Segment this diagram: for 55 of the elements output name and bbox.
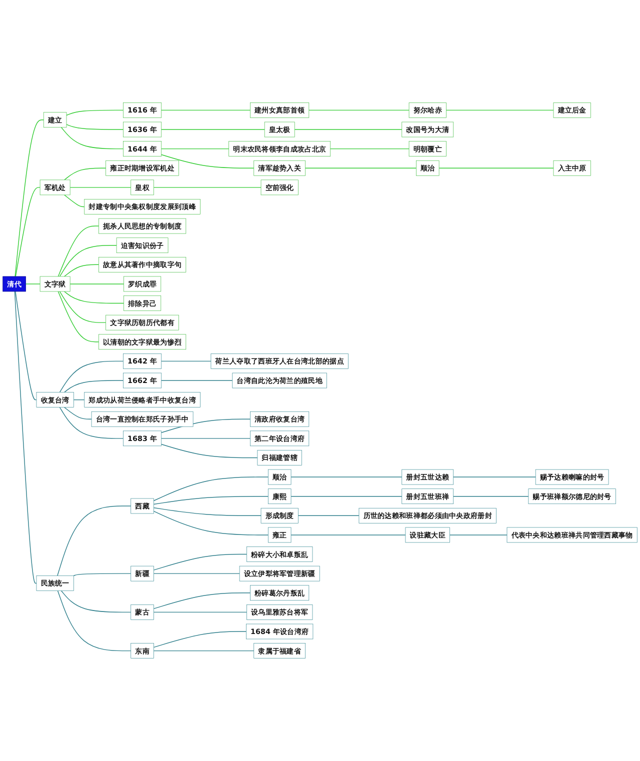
connector	[290, 496, 402, 497]
connector	[153, 592, 251, 610]
connector	[60, 590, 132, 613]
connector	[330, 148, 410, 150]
connector	[153, 476, 269, 502]
connector	[153, 554, 248, 570]
connector	[161, 154, 254, 168]
connector	[290, 534, 406, 536]
connector	[57, 506, 132, 576]
connector	[153, 510, 269, 536]
connector	[59, 291, 106, 323]
connector	[59, 406, 124, 439]
connector	[64, 168, 106, 180]
connector	[298, 515, 360, 516]
connector	[153, 573, 240, 574]
connector	[14, 291, 37, 584]
connector	[161, 444, 258, 458]
connector	[153, 507, 262, 516]
connector	[153, 187, 262, 188]
connector	[161, 110, 251, 111]
connector	[153, 496, 269, 505]
connector	[453, 476, 536, 478]
connector	[60, 127, 124, 150]
connector	[161, 129, 265, 130]
connector	[161, 380, 233, 381]
connector	[64, 406, 92, 420]
connector	[15, 291, 37, 400]
connector	[66, 110, 124, 116]
connector	[290, 476, 402, 478]
connector	[294, 129, 402, 130]
connector	[153, 631, 247, 648]
connector	[73, 399, 85, 400]
connector	[449, 534, 508, 536]
connector	[73, 573, 132, 576]
connector	[15, 187, 40, 277]
connector	[66, 124, 124, 130]
connector	[64, 380, 124, 393]
connector	[70, 187, 132, 188]
connector	[57, 590, 132, 652]
connector	[64, 264, 100, 277]
connector	[161, 148, 230, 150]
connector	[308, 110, 410, 111]
connector	[453, 496, 529, 497]
connector	[64, 291, 124, 304]
connector	[59, 360, 124, 393]
connector	[446, 110, 554, 111]
connector	[161, 360, 212, 362]
connector	[58, 226, 100, 277]
connector	[64, 194, 85, 208]
connector	[153, 612, 248, 613]
connector	[153, 650, 254, 652]
connector	[58, 291, 100, 342]
connector	[59, 245, 117, 277]
connector	[14, 120, 44, 277]
connector	[161, 438, 251, 439]
